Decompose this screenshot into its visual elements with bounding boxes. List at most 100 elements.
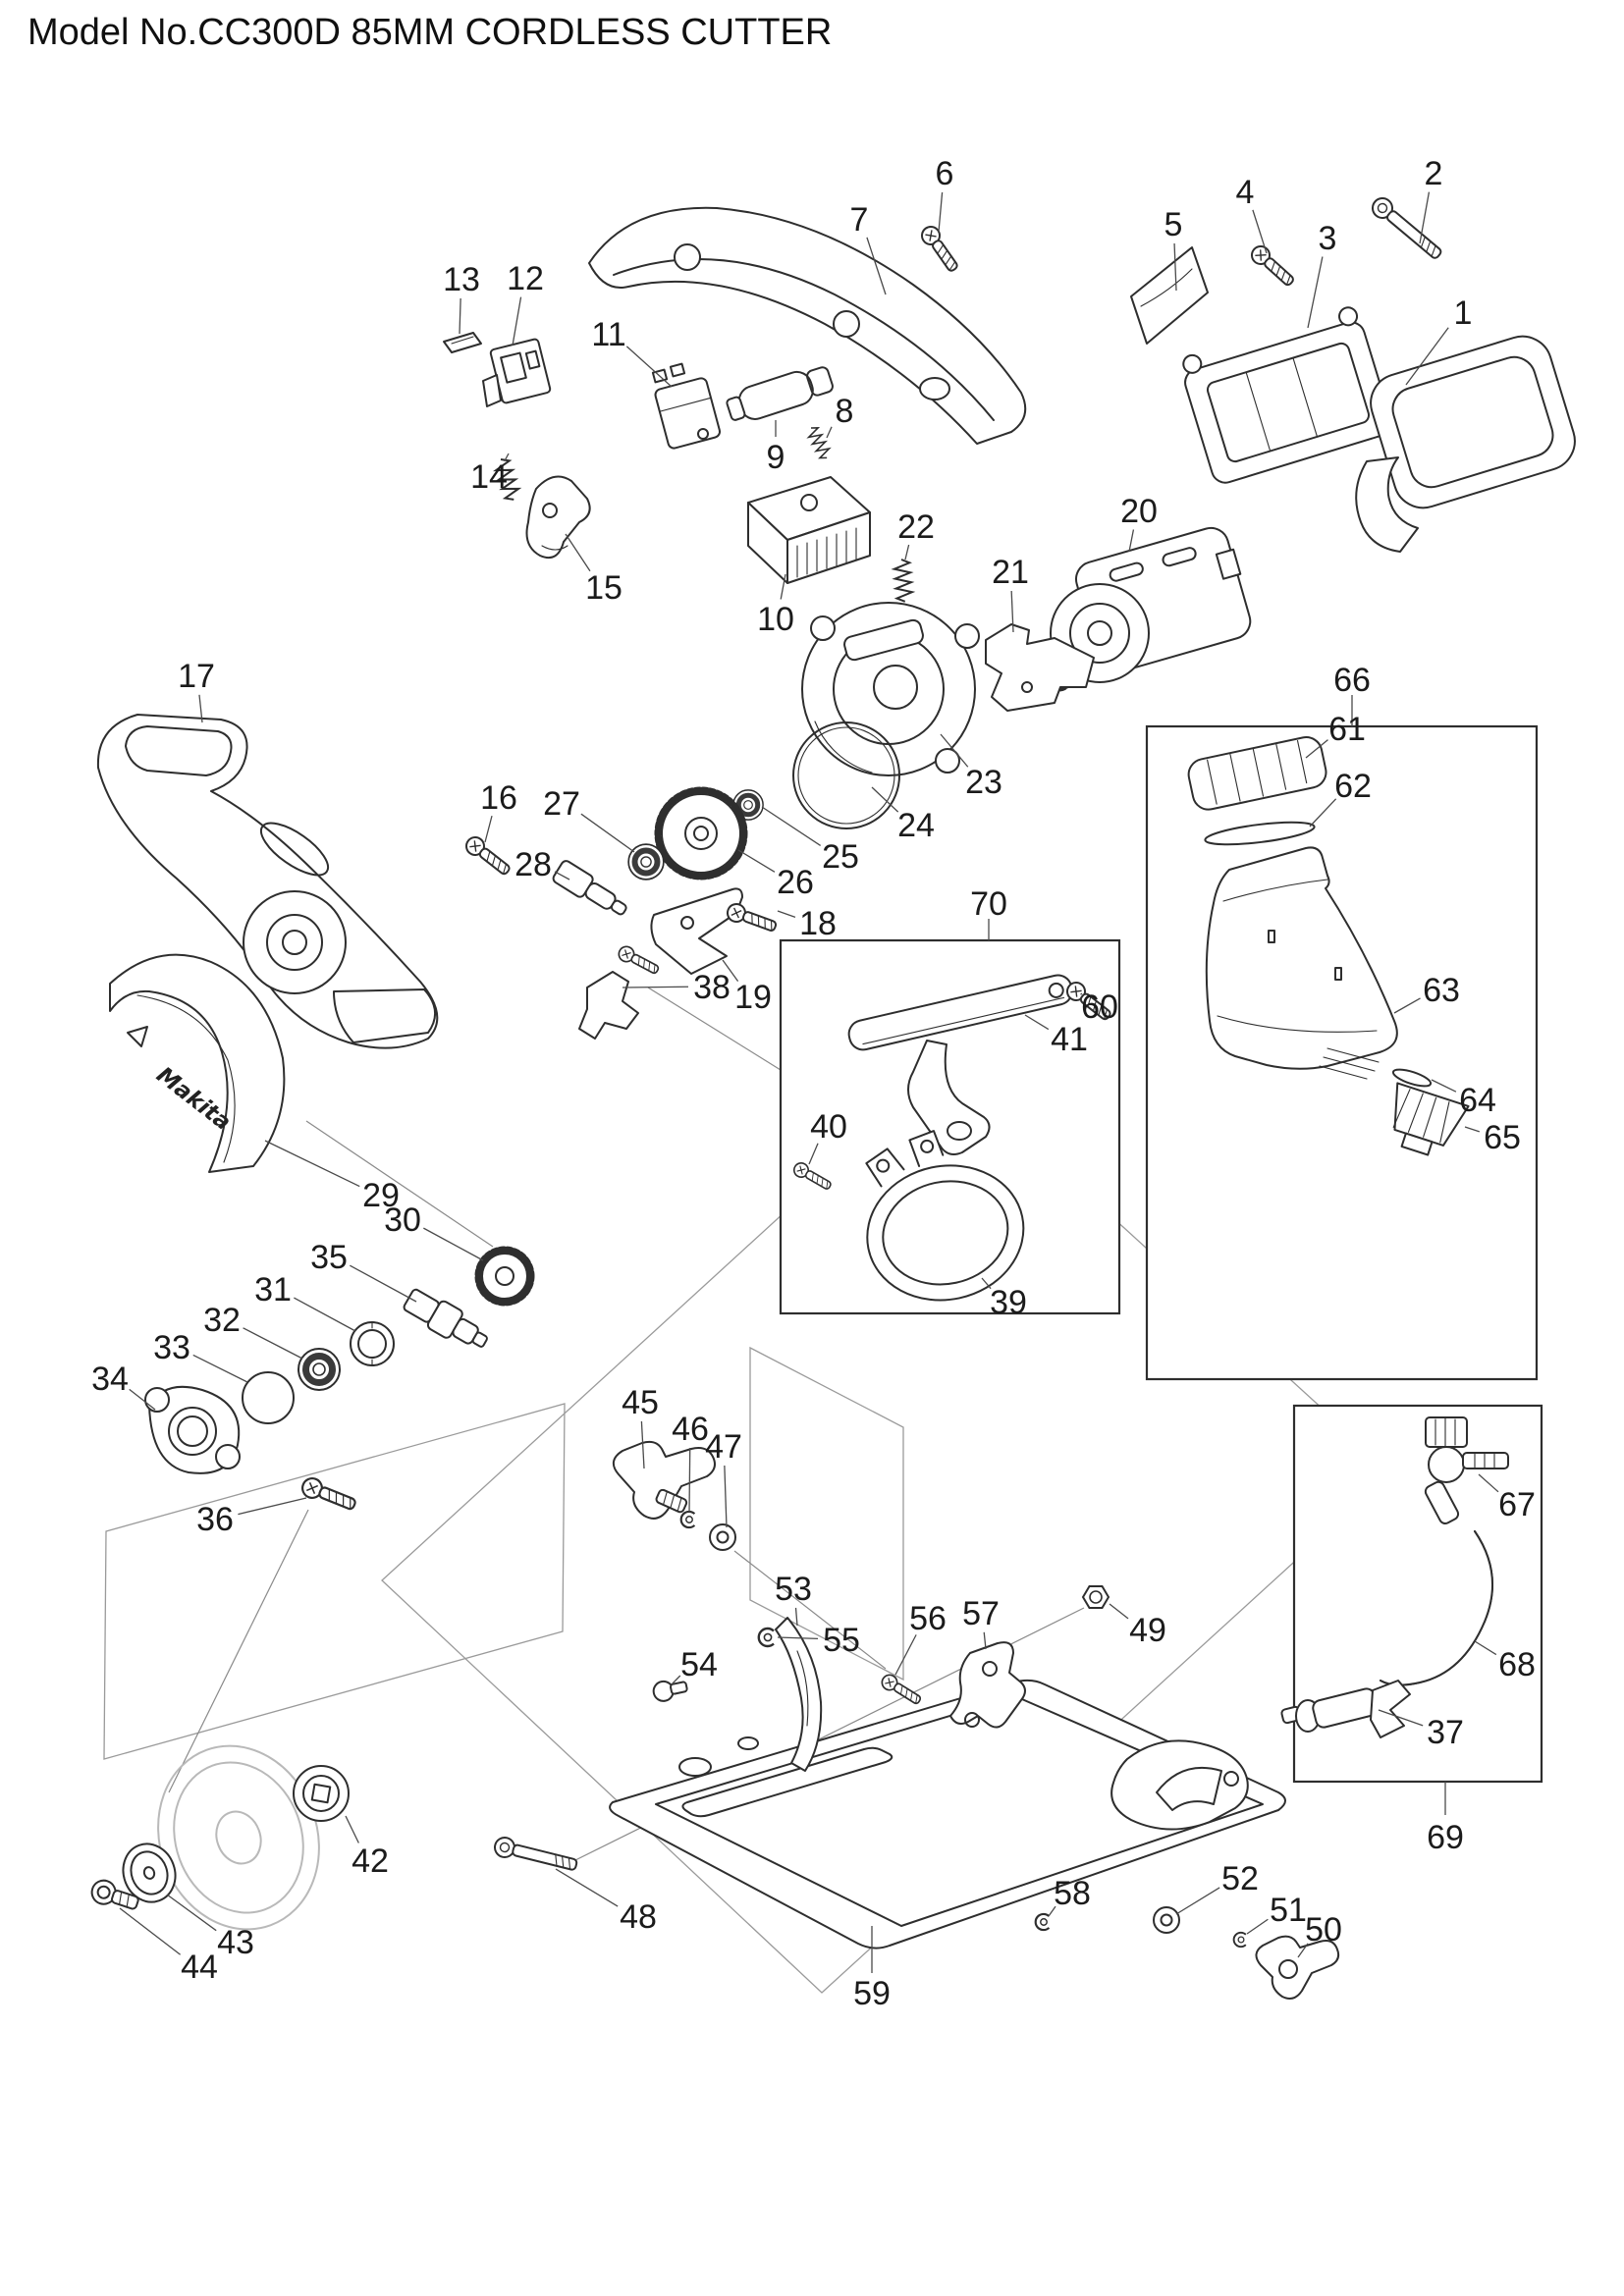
part-leader-67: [1478, 1473, 1499, 1493]
part-leader-5: [1173, 242, 1177, 292]
part-label-29: 29: [362, 1177, 400, 1214]
part-label-66: 66: [1333, 662, 1371, 699]
part-43-drawing: [122, 1842, 177, 1903]
part-5-drawing: [1130, 246, 1209, 345]
part-leader-46: [688, 1447, 691, 1513]
parts-artwork: Makita: [90, 192, 1576, 2000]
part-33-drawing: [242, 1371, 295, 1424]
part-leader-54: [671, 1675, 681, 1685]
part-leader-19: [722, 959, 739, 983]
part-4-drawing: [1247, 241, 1299, 291]
part-label-14: 14: [470, 458, 508, 496]
part-label-1: 1: [1454, 294, 1473, 332]
part-7-drawing: [588, 206, 1027, 445]
part-61-drawing: [1187, 736, 1327, 811]
part-label-38: 38: [693, 969, 731, 1006]
part-leader-56: [894, 1634, 917, 1676]
part-leader-61: [1305, 739, 1328, 759]
part-label-26: 26: [777, 864, 814, 901]
part-label-22: 22: [897, 508, 935, 546]
part-34-drawing: [144, 1385, 241, 1474]
part-leader-16: [484, 815, 493, 843]
part-leader-57: [983, 1631, 987, 1650]
part-leader-26: [737, 849, 776, 873]
part-label-46: 46: [672, 1411, 709, 1448]
part-label-18: 18: [799, 905, 837, 942]
part-label-59: 59: [853, 1975, 891, 2012]
part-52-drawing: [1153, 1906, 1180, 1934]
part-42-drawing: [293, 1765, 350, 1822]
part-leader-42: [345, 1815, 359, 1843]
part-46-drawing: [679, 1510, 696, 1529]
part-44-drawing: [90, 1879, 139, 1910]
part-leader-33: [192, 1354, 248, 1383]
part-27-drawing: [628, 844, 664, 880]
part-label-24: 24: [897, 807, 935, 844]
part-58-drawing: [1034, 1912, 1051, 1932]
part-64-drawing: [1391, 1068, 1433, 1088]
part-leader-17: [198, 694, 203, 723]
part-leader-10: [780, 573, 786, 600]
part-label-65: 65: [1484, 1119, 1521, 1156]
part-label-64: 64: [1459, 1082, 1496, 1119]
part-leader-2: [1419, 191, 1431, 244]
part-label-70: 70: [970, 885, 1007, 923]
part-label-30: 30: [384, 1201, 421, 1239]
part-leader-58: [1048, 1905, 1056, 1917]
part-leader-32: [243, 1327, 303, 1360]
part-45-drawing: [612, 1440, 716, 1520]
part-label-41: 41: [1051, 1021, 1088, 1058]
part-leader-21: [1010, 590, 1014, 633]
part-leader-50: [1297, 1943, 1309, 1958]
part-leader-12: [512, 296, 522, 347]
part-label-5: 5: [1164, 206, 1183, 243]
part-leader-64: [1431, 1079, 1457, 1093]
part-leader-20: [1128, 529, 1135, 553]
part-23-drawing: [801, 602, 980, 776]
part-label-8: 8: [836, 393, 854, 430]
part-24-drawing: [792, 721, 900, 829]
part-label-48: 48: [620, 1898, 657, 1936]
part-leader-47: [724, 1465, 728, 1528]
part-label-16: 16: [480, 779, 517, 817]
part-label-68: 68: [1498, 1646, 1536, 1683]
part-leader-7: [866, 237, 887, 295]
page-title: Model No.CC300D 85MM CORDLESS CUTTER: [27, 12, 833, 53]
part-15-drawing: [525, 475, 591, 560]
part-leader-34: [129, 1388, 156, 1411]
part-label-56: 56: [909, 1600, 947, 1637]
part-leader-23: [940, 733, 969, 768]
part-leader-11: [625, 346, 673, 388]
part-label-21: 21: [992, 554, 1029, 591]
part-label-12: 12: [507, 260, 544, 297]
part-label-35: 35: [310, 1239, 348, 1276]
part-leader-35: [350, 1264, 417, 1303]
part-label-42: 42: [352, 1842, 389, 1880]
part-19-drawing: [650, 887, 743, 975]
part-28-drawing: [552, 860, 627, 916]
part-30-drawing: [474, 1246, 535, 1307]
part-label-17: 17: [178, 658, 215, 695]
part-label-62: 62: [1334, 768, 1372, 805]
part-label-3: 3: [1319, 220, 1337, 257]
part-21-drawing: [985, 623, 1095, 712]
part-leader-48: [555, 1868, 619, 1907]
part-label-32: 32: [203, 1302, 241, 1339]
cutting-disc-drawing: [157, 1744, 320, 1931]
part-leader-4: [1252, 209, 1268, 254]
part-label-20: 20: [1120, 493, 1158, 530]
part-leader-65: [1464, 1126, 1480, 1133]
part-leader-60: [1080, 992, 1083, 995]
part-label-44: 44: [181, 1949, 218, 1986]
part-9-drawing: [726, 366, 834, 421]
part-label-50: 50: [1305, 1911, 1342, 1949]
part-41-drawing: [847, 974, 1073, 1155]
part-leader-43: [166, 1894, 217, 1932]
part-label-43: 43: [217, 1924, 254, 1961]
part-leader-63: [1393, 997, 1421, 1014]
part-leader-24: [871, 786, 899, 813]
part-label-39: 39: [990, 1284, 1027, 1321]
part-label-49: 49: [1129, 1612, 1166, 1649]
part-leader-8: [826, 426, 833, 439]
